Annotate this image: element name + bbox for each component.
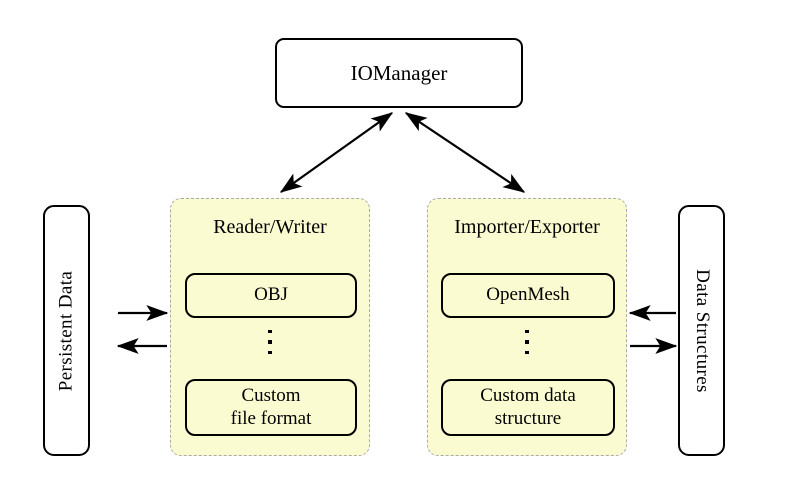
connector-manager-importerexporter: [404, 112, 526, 193]
io-manager-node[interactable]: IOManager: [275, 38, 523, 108]
plugin-custom-file-format-line2: file format: [230, 407, 312, 429]
plugin-custom-file-format-line1: Custom: [241, 384, 301, 406]
reader-writer-title: Reader/Writer: [213, 216, 327, 238]
reader-writer-ellipsis-icon: [171, 330, 369, 355]
io-manager-label: IOManager: [350, 60, 448, 85]
plugin-obj-label: OBJ: [254, 284, 288, 306]
plugin-custom-data-structure[interactable]: Custom data structure: [441, 379, 615, 436]
plugin-obj[interactable]: OBJ: [185, 273, 357, 318]
importer-exporter-title: Importer/Exporter: [454, 216, 600, 238]
data-structures-label: Data Structures: [691, 268, 713, 393]
importer-exporter-panel[interactable]: Importer/Exporter OpenMesh Custom data s…: [427, 198, 627, 456]
plugin-custom-data-structure-label: Custom data structure: [480, 385, 576, 431]
plugin-openmesh[interactable]: OpenMesh: [441, 273, 615, 318]
connector-manager-readerwriter: [279, 112, 394, 193]
plugin-custom-data-structure-line1: Custom data: [480, 384, 576, 406]
reader-writer-panel[interactable]: Reader/Writer OBJ Custom file format: [170, 198, 370, 456]
persistent-data-node[interactable]: Persistent Data: [43, 205, 90, 456]
plugin-openmesh-label: OpenMesh: [486, 284, 570, 306]
plugin-custom-data-structure-line2: structure: [494, 407, 562, 429]
importer-exporter-ellipsis-icon: [428, 330, 626, 355]
plugin-custom-file-format[interactable]: Custom file format: [185, 379, 357, 436]
persistent-data-label: Persistent Data: [55, 270, 77, 391]
plugin-custom-file-format-label: Custom file format: [231, 385, 312, 431]
data-structures-node[interactable]: Data Structures: [678, 205, 725, 456]
